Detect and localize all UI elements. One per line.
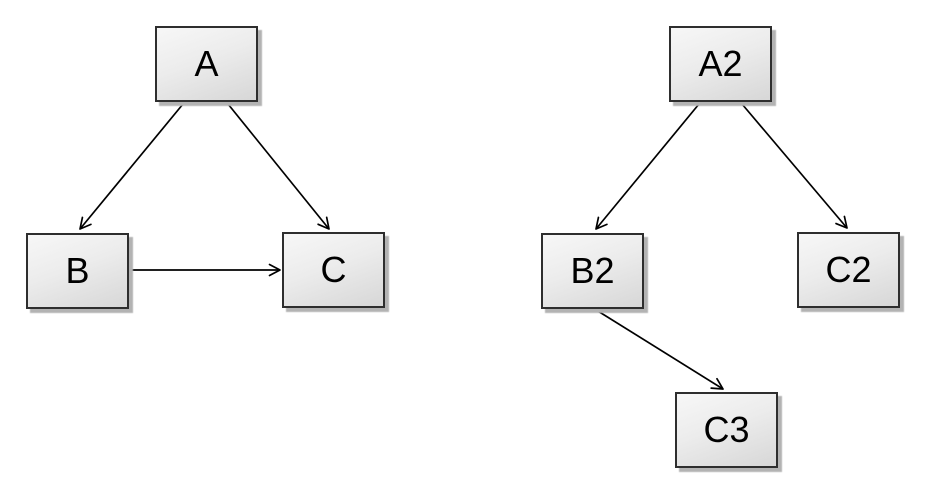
node-B2-label: B2 <box>570 250 615 291</box>
node-B-label: B <box>65 250 90 291</box>
node-A2[interactable]: A2 <box>669 26 772 102</box>
edge-A2-C2[interactable] <box>741 103 848 229</box>
edge-A2-B2[interactable] <box>595 103 700 230</box>
node-B[interactable]: B <box>26 233 129 309</box>
edge-B2-C3[interactable] <box>592 307 724 390</box>
node-A[interactable]: A <box>155 26 258 102</box>
node-B2[interactable]: B2 <box>541 233 644 309</box>
node-A-label: A <box>194 43 219 84</box>
node-C-label: C <box>320 249 347 290</box>
node-A2-label: A2 <box>698 43 743 84</box>
node-C2-label: C2 <box>825 249 872 290</box>
node-C[interactable]: C <box>282 232 385 308</box>
node-C2[interactable]: C2 <box>797 232 900 308</box>
node-C3-label: C3 <box>703 409 750 450</box>
edge-A-C[interactable] <box>227 103 330 230</box>
node-C3[interactable]: C3 <box>675 392 778 468</box>
edge-A-B[interactable] <box>79 103 184 230</box>
